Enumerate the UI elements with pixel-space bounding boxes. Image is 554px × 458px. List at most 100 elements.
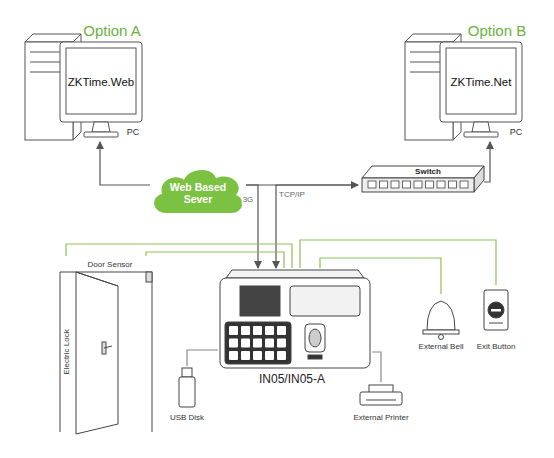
pc-b-drawing-part	[410, 62, 440, 63]
pc-a-drawing	[25, 34, 142, 140]
node-label: External Bell	[419, 343, 464, 352]
device-drawing-part	[220, 278, 370, 368]
bell-drawing-part	[427, 301, 455, 330]
pc-b-drawing-part	[464, 132, 498, 137]
node-label: External Printer	[353, 414, 408, 423]
connector	[276, 185, 358, 268]
printer-drawing	[360, 385, 402, 405]
node-label: IN05/IN05-A	[259, 373, 325, 386]
pc-a-drawing-part	[92, 122, 110, 132]
usb-drawing	[179, 368, 195, 407]
connector	[100, 142, 150, 185]
switch-ports-part	[380, 181, 388, 188]
switch-ports-part	[460, 181, 468, 188]
pc-a-drawing-part	[84, 132, 118, 137]
keypad-keys-part	[229, 351, 238, 360]
connector	[187, 350, 218, 366]
switch-drawing	[362, 166, 484, 192]
printer-drawing-part	[360, 392, 402, 405]
pc-b-drawing-part	[405, 34, 461, 42]
pc-b-node: Option B ZKTime.NetPC	[400, 18, 532, 142]
switch-drawing-part	[362, 178, 474, 192]
door-node: Door SensorElectric Lock	[58, 256, 155, 438]
cloud-outline	[154, 170, 242, 213]
pc-b-drawing-part	[410, 72, 440, 73]
keypad-keys-part	[277, 326, 286, 335]
door-drawing-part	[76, 272, 118, 434]
device-drawing-part	[308, 355, 322, 359]
exit-button-drawing-part	[484, 290, 508, 330]
switch-drawing-part	[362, 166, 484, 178]
switch-ports-part	[437, 181, 445, 188]
bell-drawing-part	[439, 335, 444, 340]
connector-label: 3G	[242, 196, 255, 205]
exit-button-node: Exit Button	[475, 285, 517, 352]
keypad-keys-part	[265, 351, 274, 360]
pc-a-drawing-part	[60, 42, 142, 122]
device-drawing	[220, 270, 370, 368]
door-drawing-part	[76, 272, 118, 286]
keypad-keys-part	[277, 351, 286, 360]
keypad-keys-part	[241, 339, 250, 348]
connector	[484, 142, 490, 182]
connector-label: TCP/IP	[278, 191, 306, 200]
node-label: Exit Button	[477, 343, 516, 352]
node-sublabel: ZKTime.Net	[451, 76, 512, 89]
keypad-keys-part	[229, 326, 238, 335]
switch-node: Switch	[358, 160, 484, 196]
connector	[300, 240, 496, 285]
node-label: Web Based Sever	[169, 182, 227, 205]
node-sublabel: PC	[127, 128, 140, 138]
pc-a-drawing-part	[66, 48, 136, 114]
usb-disk-node: USB Disk	[168, 366, 205, 424]
pc-a-node: Option A ZKTime.WebPC	[20, 18, 148, 142]
node-label: Switch	[415, 168, 441, 177]
keypad-keys-part	[241, 326, 250, 335]
node-sublabel: PC	[510, 128, 523, 138]
connector	[320, 258, 441, 294]
switch-ports-part	[368, 181, 376, 188]
device-drawing-part	[226, 270, 364, 278]
switch-ports-part	[391, 181, 399, 188]
node-label: Door Sensor	[88, 261, 133, 270]
keypad-keys-part	[277, 339, 286, 348]
device-drawing-part	[225, 322, 291, 364]
pc-a-drawing-part	[25, 34, 81, 42]
door-drawing-part	[104, 346, 112, 348]
device-drawing-part	[290, 286, 360, 316]
keypad-keys-part	[241, 351, 250, 360]
exit-button-drawing-part	[489, 323, 503, 324]
bell-drawing	[423, 301, 459, 340]
pc-a-drawing-part	[30, 72, 60, 73]
node-sublabel: ZKTime.Web	[68, 76, 134, 89]
pc-b-drawing-part	[410, 52, 440, 53]
cloud-node: Web Based Sever	[150, 166, 246, 218]
printer-drawing-part	[366, 400, 396, 401]
keypad-keys	[229, 326, 286, 360]
door-drawing-part	[146, 272, 152, 282]
node-label: USB Disk	[170, 414, 204, 423]
device-drawing-part	[240, 286, 280, 316]
connector	[146, 252, 284, 268]
pc-b-drawing-part	[472, 122, 490, 132]
usb-drawing-part	[182, 368, 192, 377]
keypad-keys-part	[265, 339, 274, 348]
node-label: Option B	[468, 23, 526, 40]
switch-ports	[368, 181, 468, 188]
exit-button-drawing	[484, 290, 508, 330]
device-drawing-part	[309, 329, 321, 347]
keypad-keys-part	[253, 326, 262, 335]
device-drawing-part	[305, 324, 325, 352]
pc-a-drawing-part	[30, 52, 60, 53]
switch-ports-part	[403, 181, 411, 188]
printer-node: External Printer	[345, 382, 420, 424]
node-label: Option A	[83, 23, 141, 40]
bell-drawing-part	[423, 330, 459, 334]
keypad-keys-part	[229, 339, 238, 348]
pc-b-drawing	[405, 34, 522, 140]
switch-ports-part	[426, 181, 434, 188]
node-sublabel: Electric Lock	[63, 329, 72, 374]
keypad-keys-part	[265, 326, 274, 335]
exit-button-drawing-part	[488, 302, 504, 318]
